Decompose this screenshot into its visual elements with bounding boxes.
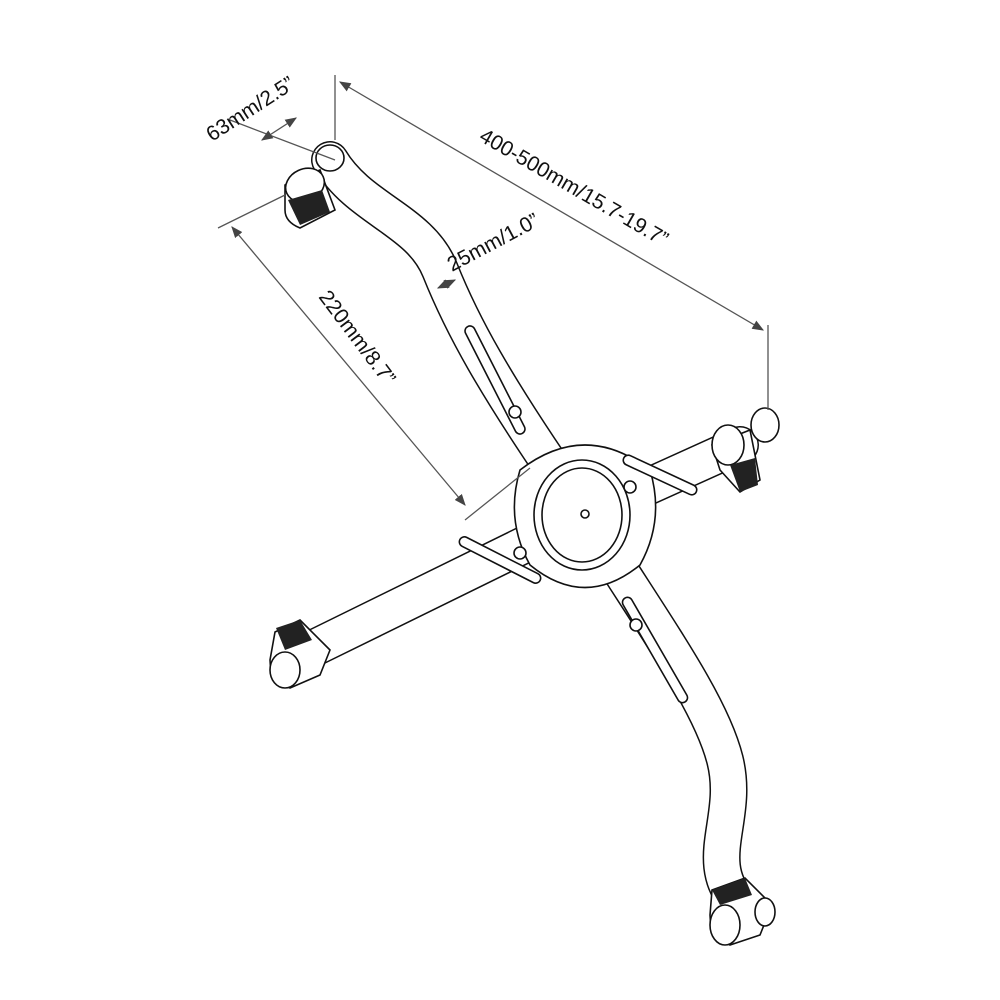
arm-width-label: 25mm/1.0” bbox=[444, 209, 543, 276]
claw-right bbox=[711, 407, 780, 494]
claw-bottom-left bbox=[269, 619, 331, 689]
center-hub bbox=[513, 444, 657, 589]
arm-length-label: 220mm/8.7” bbox=[314, 286, 400, 389]
dimension-lines bbox=[217, 75, 769, 521]
claw-width-label: 63mm/2.5” bbox=[202, 72, 299, 146]
adjustment-slots bbox=[458, 325, 698, 704]
claw-bottom-right bbox=[709, 877, 776, 946]
